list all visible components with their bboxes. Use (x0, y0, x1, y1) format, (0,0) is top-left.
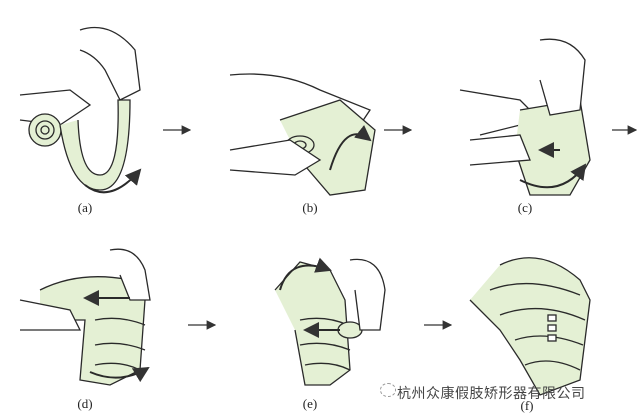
panel-label-d: (d) (77, 396, 93, 411)
panel-c-illustration (459, 38, 591, 196)
panel-e-illustration (274, 257, 386, 386)
panel-b-illustration (229, 73, 376, 196)
watermark-wechat-icon (380, 383, 396, 397)
panel-d-illustration (19, 248, 151, 386)
watermark-text: 杭州众康假肢矫形器有限公司 (397, 386, 586, 402)
panel-label-e: (e) (302, 396, 318, 411)
panel-label-a: (a) (77, 200, 93, 215)
panel-label-c: (c) (517, 200, 533, 215)
panel-f-illustration (469, 257, 591, 396)
panel-label-f: (f) (520, 398, 534, 413)
panel-a-illustration (19, 26, 142, 194)
panel-label-b: (b) (302, 200, 318, 215)
